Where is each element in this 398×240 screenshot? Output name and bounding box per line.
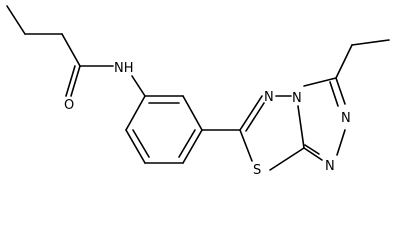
- bond: [329, 81, 339, 107]
- bond: [132, 129, 150, 158]
- ethyl-group: [335, 39, 390, 79]
- bond: [297, 105, 305, 149]
- bond: [125, 95, 146, 131]
- thiadiazole-nitrogen-label: N: [264, 90, 274, 105]
- bond: [70, 65, 81, 97]
- bond: [335, 77, 346, 105]
- bond: [304, 144, 320, 155]
- bond: [303, 77, 337, 87]
- molecule-drawing: NH O N N N N S: [6, 5, 390, 178]
- bond: [6, 5, 26, 35]
- bond: [182, 129, 203, 164]
- bond: [239, 129, 253, 162]
- amide-nh-label: NH: [114, 61, 134, 76]
- triazole-ring: [303, 77, 346, 161]
- triazole-nitrogen-top-label: N: [292, 91, 302, 106]
- bond: [131, 75, 146, 97]
- triazole-nitrogen-bottom-label: N: [325, 159, 335, 174]
- triazole-nitrogen-right-label: N: [341, 111, 351, 126]
- carbonyl-group: [65, 65, 114, 97]
- bond: [269, 147, 305, 171]
- bond: [239, 95, 263, 131]
- bond: [178, 129, 196, 158]
- bond: [351, 39, 390, 46]
- bond: [61, 33, 81, 67]
- carbonyl-oxygen-label: O: [64, 98, 74, 113]
- thiadiazole-ring: [239, 95, 305, 171]
- benzene-ring: [125, 95, 203, 164]
- bond: [65, 65, 76, 97]
- bond: [182, 95, 203, 131]
- bond: [125, 129, 146, 164]
- bond: [245, 102, 265, 132]
- sulfur-label: S: [253, 163, 261, 178]
- bond: [335, 44, 353, 79]
- structure-canvas: NH O N N N N S: [6, 5, 390, 178]
- butyl-chain: [6, 5, 81, 67]
- bond: [303, 147, 323, 161]
- bond: [336, 129, 346, 156]
